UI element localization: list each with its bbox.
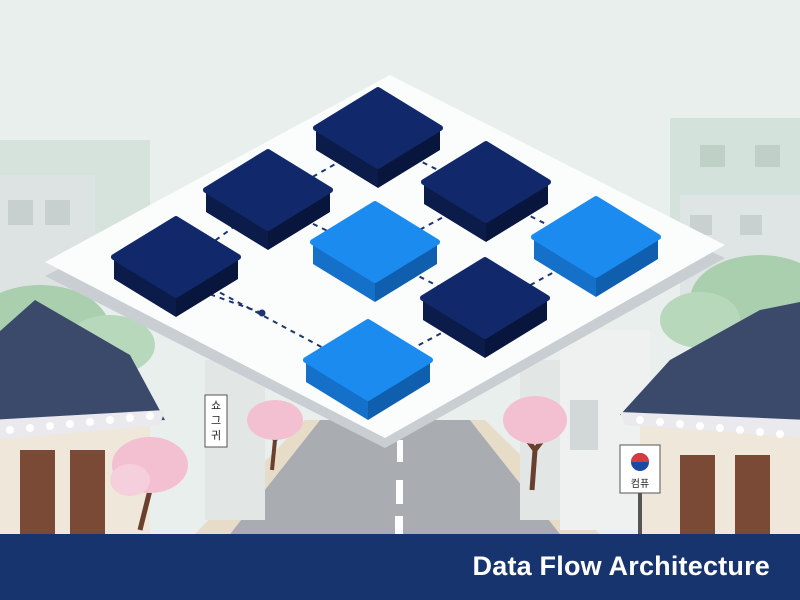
caption-bar: Data Flow Architecture <box>0 534 800 600</box>
diagram-node <box>203 149 333 250</box>
diagram-node <box>421 141 551 242</box>
mid-buildings <box>205 330 650 530</box>
road-sign: 컴퓨 <box>619 444 661 534</box>
diagram-node <box>313 87 443 188</box>
cherry-blossom-tree-mid-left <box>247 400 303 471</box>
right-hanok-building <box>620 302 800 534</box>
diagram-nodes <box>111 87 661 420</box>
svg-text:쇼: 쇼 <box>211 399 221 412</box>
diagram-node <box>420 257 550 358</box>
diagram-node <box>310 201 440 302</box>
diagram-node <box>111 216 241 317</box>
cherry-blossom-tree-left <box>110 437 188 531</box>
svg-text:그: 그 <box>211 414 221 427</box>
diagram-node <box>303 319 433 420</box>
vertical-street-sign: 쇼 그 귀 <box>204 394 228 448</box>
connector-dot <box>258 309 266 317</box>
caption-title: Data Flow Architecture <box>472 551 770 581</box>
taegeuk-icon <box>631 453 649 471</box>
cherry-blossom-tree-mid-right <box>503 396 567 491</box>
diagram-node <box>531 196 661 297</box>
svg-text:귀: 귀 <box>211 429 221 442</box>
svg-text:컴퓨: 컴퓨 <box>631 478 649 490</box>
